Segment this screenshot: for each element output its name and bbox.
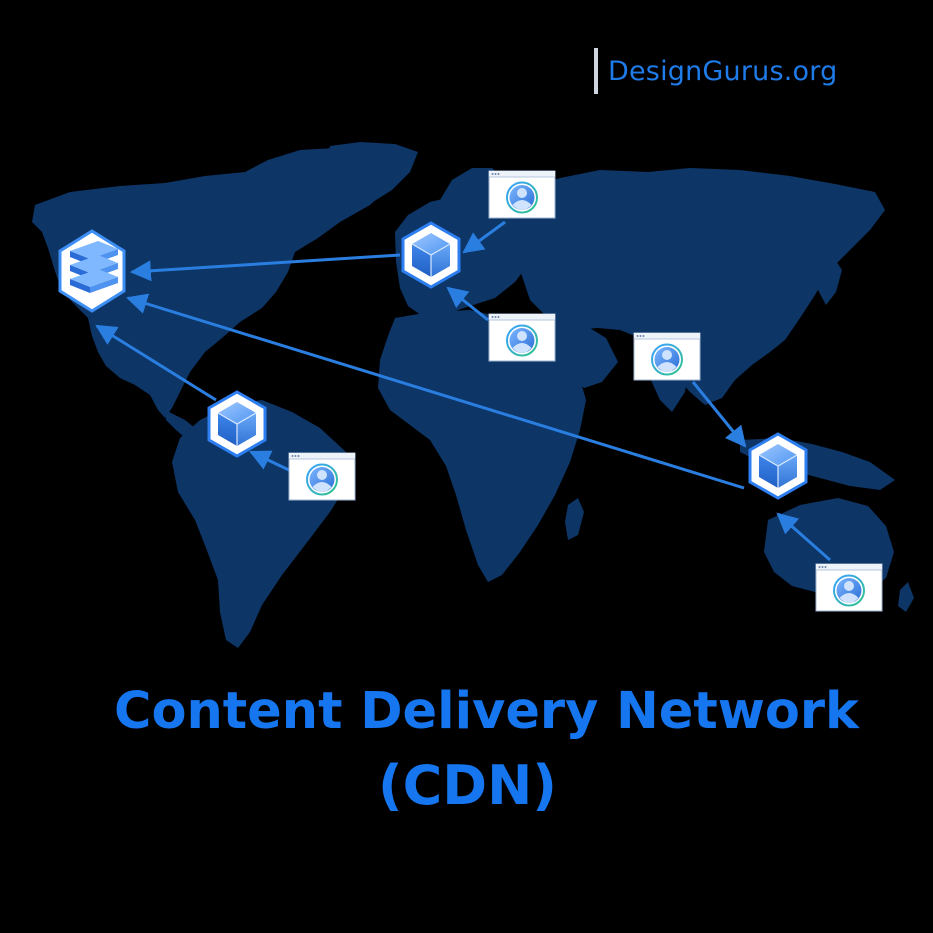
edge-server-cube-icon-southeast-asia bbox=[748, 432, 808, 500]
arrow-user-asia-to-edge bbox=[691, 381, 747, 448]
arrow-user-north-europe-to-edge bbox=[462, 220, 506, 254]
user-avatar-icon-asia bbox=[633, 332, 701, 381]
brand-logo: DesignGurus.org bbox=[594, 48, 837, 94]
map-madagascar bbox=[565, 498, 584, 540]
map-north-america bbox=[32, 148, 405, 418]
user-avatar-icon-australia bbox=[815, 563, 883, 612]
map-arabia bbox=[548, 320, 618, 388]
title-line-1: Content Delivery Network bbox=[114, 682, 859, 741]
arrow-user-australia-to-edge bbox=[776, 512, 831, 562]
arrow-user-south-europe-to-edge bbox=[446, 286, 489, 322]
user-avatar-icon-south-america bbox=[288, 452, 356, 501]
edge-server-cube-icon-south-america bbox=[207, 390, 267, 458]
arrow-user-south-america-to-edge bbox=[249, 450, 290, 472]
edge-server-cube-icon-europe bbox=[401, 221, 461, 289]
connection-arrows bbox=[95, 220, 831, 562]
brand-text: DesignGurus.org bbox=[608, 55, 838, 87]
map-japan bbox=[818, 255, 842, 305]
arrow-southamerica-to-origin bbox=[95, 324, 217, 402]
map-africa bbox=[378, 310, 586, 582]
map-greenland bbox=[322, 142, 418, 212]
diagram-title: Content Delivery Network (CDN) bbox=[0, 676, 933, 824]
arrow-europe-to-origin bbox=[129, 253, 401, 282]
user-avatar-icon-south-europe bbox=[488, 313, 556, 362]
map-new-zealand bbox=[898, 582, 914, 612]
title-line-2: (CDN) bbox=[377, 754, 557, 817]
arrow-asia-to-origin bbox=[125, 293, 745, 490]
server-stack bbox=[70, 241, 118, 293]
brand-divider bbox=[594, 48, 598, 94]
map-asia bbox=[514, 168, 885, 405]
world-map bbox=[32, 142, 914, 648]
origin-server-icon bbox=[58, 229, 126, 313]
user-avatar-icon-north-europe bbox=[488, 170, 556, 219]
